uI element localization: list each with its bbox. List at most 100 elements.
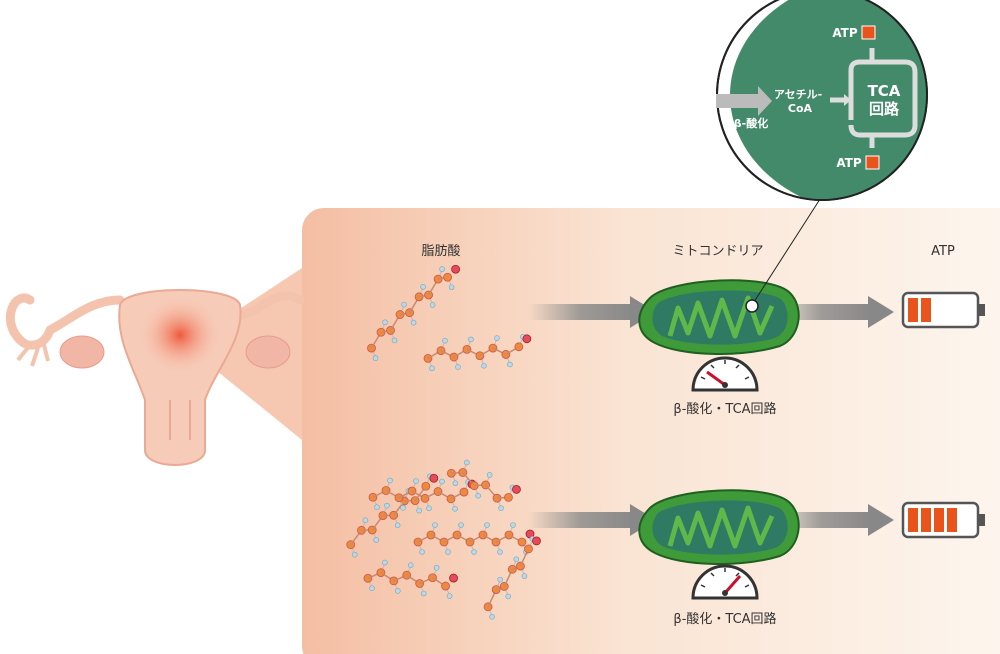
- hydrogen-atom: [442, 337, 448, 344]
- hydrogen-atom: [452, 480, 459, 487]
- speed-gauge-low: [691, 356, 759, 392]
- oxygen-atom: [522, 334, 532, 344]
- fatty-acid-molecules-many: [346, 459, 541, 620]
- hydrogen-atom: [420, 590, 427, 597]
- atp-top-label: ATP: [832, 26, 858, 40]
- tca-label-line2: 回路: [869, 100, 900, 118]
- hydrogen-atom: [489, 614, 495, 620]
- hydrogen-atom: [416, 507, 422, 514]
- hydrogen-atom: [410, 319, 417, 326]
- uterus-illustration: [5, 289, 305, 466]
- atp-top-square: [861, 25, 876, 40]
- mitochondrion-row1: [638, 279, 800, 355]
- hydrogen-atom: [374, 504, 380, 511]
- oxygen-atom: [449, 573, 458, 583]
- acetyl-coa-line2: CoA: [788, 102, 813, 115]
- hydrogen-atom: [372, 355, 379, 361]
- oxygen-atom: [429, 473, 439, 483]
- hydrogen-atom: [475, 492, 482, 499]
- carbon-atom: [524, 544, 533, 554]
- atp-bottom-square: [865, 155, 880, 170]
- hydrogen-atom: [521, 573, 528, 579]
- carbon-atom: [443, 272, 453, 282]
- ovary-left: [59, 335, 105, 369]
- hydrogen-atom: [369, 585, 375, 592]
- speed-gauge-high: [691, 564, 759, 600]
- label-fatty-acid: 脂肪酸: [421, 243, 460, 259]
- tca-cycle-inset: アセチル- CoA β-酸化 TCA 回路 ATP ATP: [716, 0, 928, 201]
- hydrogen-atom: [394, 522, 401, 529]
- hydrogen-atom: [455, 364, 461, 370]
- tca-label-line1: TCA: [868, 82, 901, 100]
- inset-connector-line: [751, 195, 823, 306]
- carbon-atom: [441, 581, 450, 591]
- hydrogen-atom: [471, 549, 477, 555]
- hydrogen-atom: [433, 564, 440, 571]
- battery-bar: [947, 508, 957, 532]
- hydrogen-atom: [513, 556, 520, 563]
- carbon-atom: [517, 537, 527, 547]
- hydrogen-atom: [510, 522, 516, 528]
- hydrogen-atom: [391, 337, 398, 344]
- carbon-atom: [421, 481, 431, 491]
- atp-bottom-label: ATP: [836, 156, 862, 170]
- hydrogen-atom: [498, 505, 504, 511]
- beta-oxidation-label: β-酸化: [734, 116, 768, 130]
- hydrogen-atom: [497, 549, 503, 555]
- hydrogen-atom: [400, 504, 406, 511]
- tca-cycle-arrows: [830, 48, 918, 148]
- hydrogen-atom: [452, 506, 458, 512]
- battery-bar: [921, 298, 931, 322]
- hydrogen-atom: [373, 537, 379, 543]
- hydrogen-atom: [401, 301, 407, 308]
- inset-target-dot: [745, 299, 759, 313]
- hydrogen-atom: [481, 362, 487, 369]
- gauge-needle: [723, 575, 742, 594]
- gauge-needle: [706, 370, 726, 387]
- hydrogen-atom: [494, 335, 500, 341]
- hydrogen-atom: [420, 284, 426, 290]
- hydrogen-atom: [484, 522, 490, 528]
- label-atp: ATP: [931, 244, 955, 259]
- hydrogen-atom: [387, 477, 393, 484]
- hydrogen-atom: [395, 588, 401, 594]
- hydrogen-atom: [446, 593, 453, 599]
- content-panel: [302, 208, 1000, 654]
- hydrogen-atom: [448, 284, 455, 291]
- hydrogen-atom: [458, 522, 464, 528]
- hydrogen-atom: [464, 459, 470, 466]
- acetyl-coa-line1: アセチル-: [774, 88, 822, 101]
- carbon-atom: [514, 342, 524, 352]
- hydrogen-atom: [445, 549, 451, 555]
- hydrogen-atom: [439, 266, 445, 272]
- hydrogen-atom: [507, 361, 513, 368]
- hydrogen-atom: [384, 502, 390, 509]
- hydrogen-atom: [486, 472, 493, 478]
- hydrogen-atom: [419, 549, 425, 555]
- hydrogen-atom: [382, 319, 388, 326]
- label-pathway-row1: β-酸化・TCA回路: [673, 401, 776, 417]
- hydrogen-atom: [429, 302, 436, 308]
- hydrogen-atom: [439, 478, 445, 485]
- hydrogen-atom: [426, 505, 432, 512]
- carbon-atom: [459, 487, 469, 497]
- fatty-acid-molecules-few: [367, 264, 532, 372]
- carbon-atom: [504, 492, 513, 502]
- hydrogen-atom: [505, 593, 512, 600]
- hydrogen-atom: [468, 336, 474, 343]
- battery-bar: [934, 508, 944, 532]
- hydrogen-atom: [407, 562, 414, 568]
- hydrogen-atom: [413, 478, 419, 484]
- atp-battery-row1: [901, 291, 985, 329]
- atp-battery-row2: [901, 501, 985, 539]
- mitochondrion-row2: [638, 489, 800, 565]
- hydrogen-atom: [362, 517, 369, 524]
- label-mitochondria: ミトコンドリア: [672, 244, 763, 259]
- hydrogen-atom: [429, 365, 435, 372]
- hydrogen-atom: [382, 559, 388, 566]
- hydrogen-atom: [351, 551, 358, 558]
- oxygen-atom: [532, 536, 541, 546]
- battery-bar: [908, 298, 918, 322]
- hydrogen-atom: [497, 576, 503, 583]
